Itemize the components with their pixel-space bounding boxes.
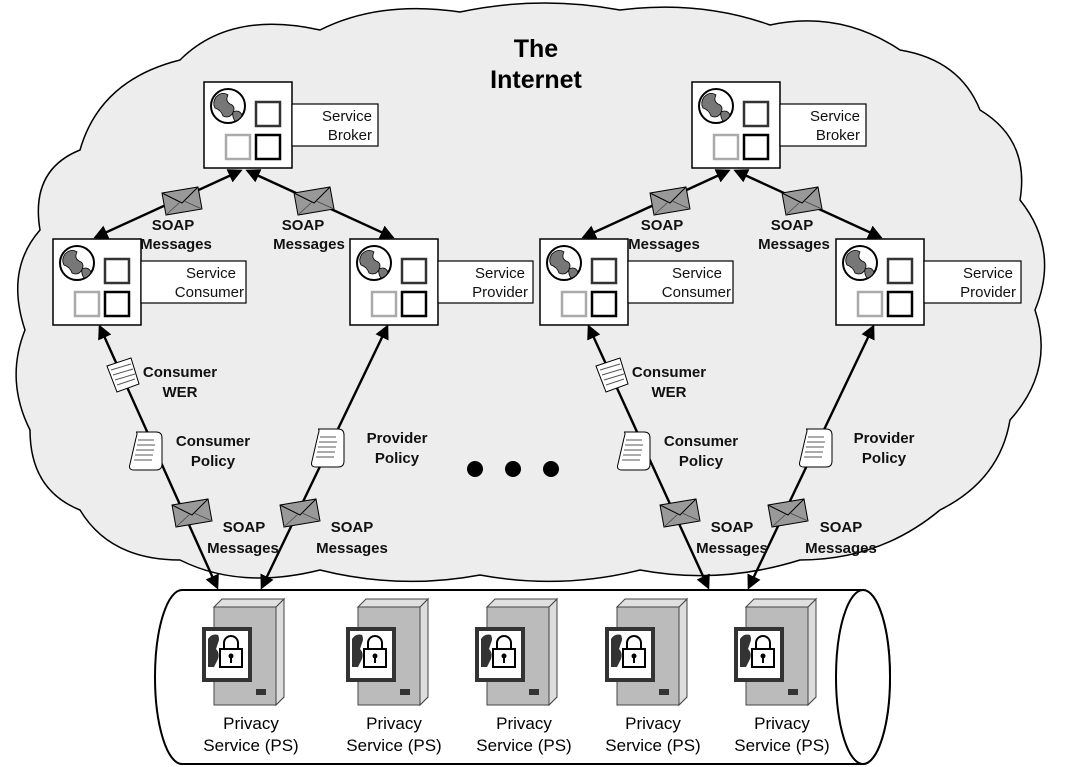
soap-label-line1: SOAP xyxy=(282,217,325,234)
ps-line1: Privacy xyxy=(754,714,810,733)
ps-line1: Privacy xyxy=(223,714,279,733)
ps-line2: Service (PS) xyxy=(346,736,441,755)
privacy-service-3: Privacy Service (PS) xyxy=(476,714,571,755)
soap-label-line2: Messages xyxy=(805,540,877,557)
ps-line2: Service (PS) xyxy=(476,736,571,755)
soap-label-line2: Messages xyxy=(273,236,345,253)
soap-label-line1: SOAP xyxy=(223,519,266,536)
privacy-server-icon xyxy=(604,598,688,706)
consumer-policy-line1: Consumer xyxy=(664,433,738,450)
privacy-server-icon xyxy=(345,598,429,706)
service-broker-right: Service Broker xyxy=(690,80,867,170)
consumer-right-line2: Consumer xyxy=(662,284,731,301)
broker-right-line2: Broker xyxy=(816,127,860,144)
soap-label-line2: Messages xyxy=(207,540,279,557)
soap-label-line2: Messages xyxy=(316,540,388,557)
ps-line2: Service (PS) xyxy=(203,736,298,755)
soap-label-line1: SOAP xyxy=(820,519,863,536)
soap-label-line1: SOAP xyxy=(152,217,195,234)
soap-label-line2: Messages xyxy=(140,236,212,253)
service-consumer-left: Service Consumer xyxy=(51,237,247,327)
soap-label-line1: SOAP xyxy=(331,519,374,536)
ps-line2: Service (PS) xyxy=(605,736,700,755)
privacy-service-2: Privacy Service (PS) xyxy=(346,714,441,755)
provider-right-line2: Provider xyxy=(960,284,1016,301)
provider-left-line1: Service xyxy=(475,265,525,282)
privacy-service-4: Privacy Service (PS) xyxy=(605,714,700,755)
provider-policy-line1: Provider xyxy=(854,430,915,447)
consumer-policy-line2: Policy xyxy=(191,453,236,470)
provider-policy-line2: Policy xyxy=(862,450,907,467)
consumer-policy-line2: Policy xyxy=(679,453,724,470)
broker-right-line1: Service xyxy=(810,108,860,125)
privacy-server-icon xyxy=(733,598,817,706)
privacy-service-5: Privacy Service (PS) xyxy=(734,714,829,755)
soap-label-line1: SOAP xyxy=(641,217,684,234)
title-line2: Internet xyxy=(490,66,582,94)
service-consumer-right: Service Consumer xyxy=(538,237,734,327)
provider-policy-line2: Policy xyxy=(375,450,420,467)
consumer-wer-line2: WER xyxy=(652,384,687,401)
privacy-server-icon xyxy=(201,598,285,706)
consumer-policy-line1: Consumer xyxy=(176,433,250,450)
service-provider-right: Service Provider xyxy=(834,237,1022,327)
title-line1: The xyxy=(514,35,559,63)
privacy-service-1: Privacy Service (PS) xyxy=(203,714,298,755)
consumer-wer-line1: Consumer xyxy=(143,364,217,381)
soap-label-line2: Messages xyxy=(628,236,700,253)
provider-policy-line1: Provider xyxy=(367,430,428,447)
ellipsis xyxy=(467,461,559,477)
soap-label-line2: Messages xyxy=(696,540,768,557)
consumer-wer-line2: WER xyxy=(163,384,198,401)
consumer-left-line1: Service xyxy=(186,265,236,282)
broker-left-line2: Broker xyxy=(328,127,372,144)
privacy-server-icon xyxy=(474,598,558,706)
ps-line1: Privacy xyxy=(496,714,552,733)
consumer-wer-line1: Consumer xyxy=(632,364,706,381)
ps-line1: Privacy xyxy=(625,714,681,733)
ps-line1: Privacy xyxy=(366,714,422,733)
consumer-left-line2: Consumer xyxy=(175,284,244,301)
service-provider-left: Service Provider xyxy=(348,237,534,327)
provider-right-line1: Service xyxy=(963,265,1013,282)
ps-line2: Service (PS) xyxy=(734,736,829,755)
provider-left-line2: Provider xyxy=(472,284,528,301)
consumer-right-line1: Service xyxy=(672,265,722,282)
soap-label-line1: SOAP xyxy=(711,519,754,536)
soap-label-line1: SOAP xyxy=(771,217,814,234)
broker-left-line1: Service xyxy=(322,108,372,125)
service-broker-left: Service Broker xyxy=(202,80,379,170)
soap-label-line2: Messages xyxy=(758,236,830,253)
